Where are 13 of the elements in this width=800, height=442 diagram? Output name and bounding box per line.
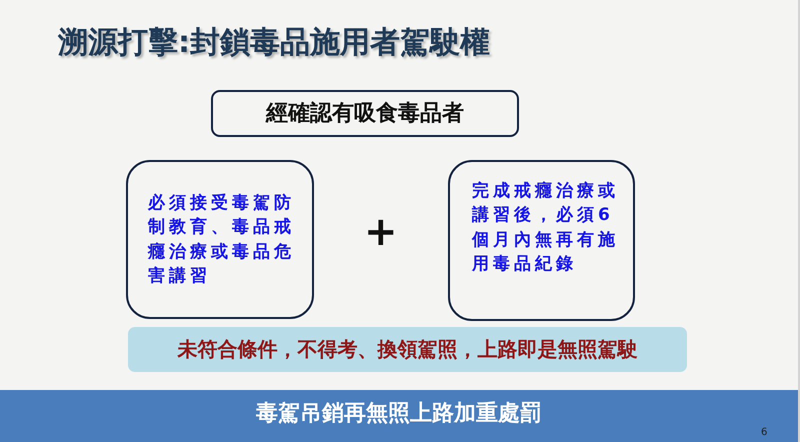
note-band (128, 327, 687, 372)
slide-title: 溯源打擊:封鎖毒品施用者駕駛權 (58, 24, 490, 62)
banner-text: 毒駕吊銷再無照上路加重處罰 (256, 400, 542, 428)
box-text: 必須接受毒駕防制教育、毒品戒癮治療或毒品危害講習 (148, 192, 296, 288)
note-text: 未符合條件，不得考、換領駕照，上路即是無照駕駛 (178, 336, 638, 364)
plus-sign: + (364, 212, 398, 252)
footer-banner (0, 390, 798, 442)
rounded-box (126, 160, 314, 319)
box-text: 完成戒癮治療或講習後，必須6個月內無再有施用毒品紀錄 (472, 180, 620, 276)
page-number: 6 (761, 428, 768, 438)
rounded-box (211, 90, 519, 137)
rounded-box (448, 160, 635, 321)
box-text: 經確認有吸食毒品者 (266, 100, 464, 128)
